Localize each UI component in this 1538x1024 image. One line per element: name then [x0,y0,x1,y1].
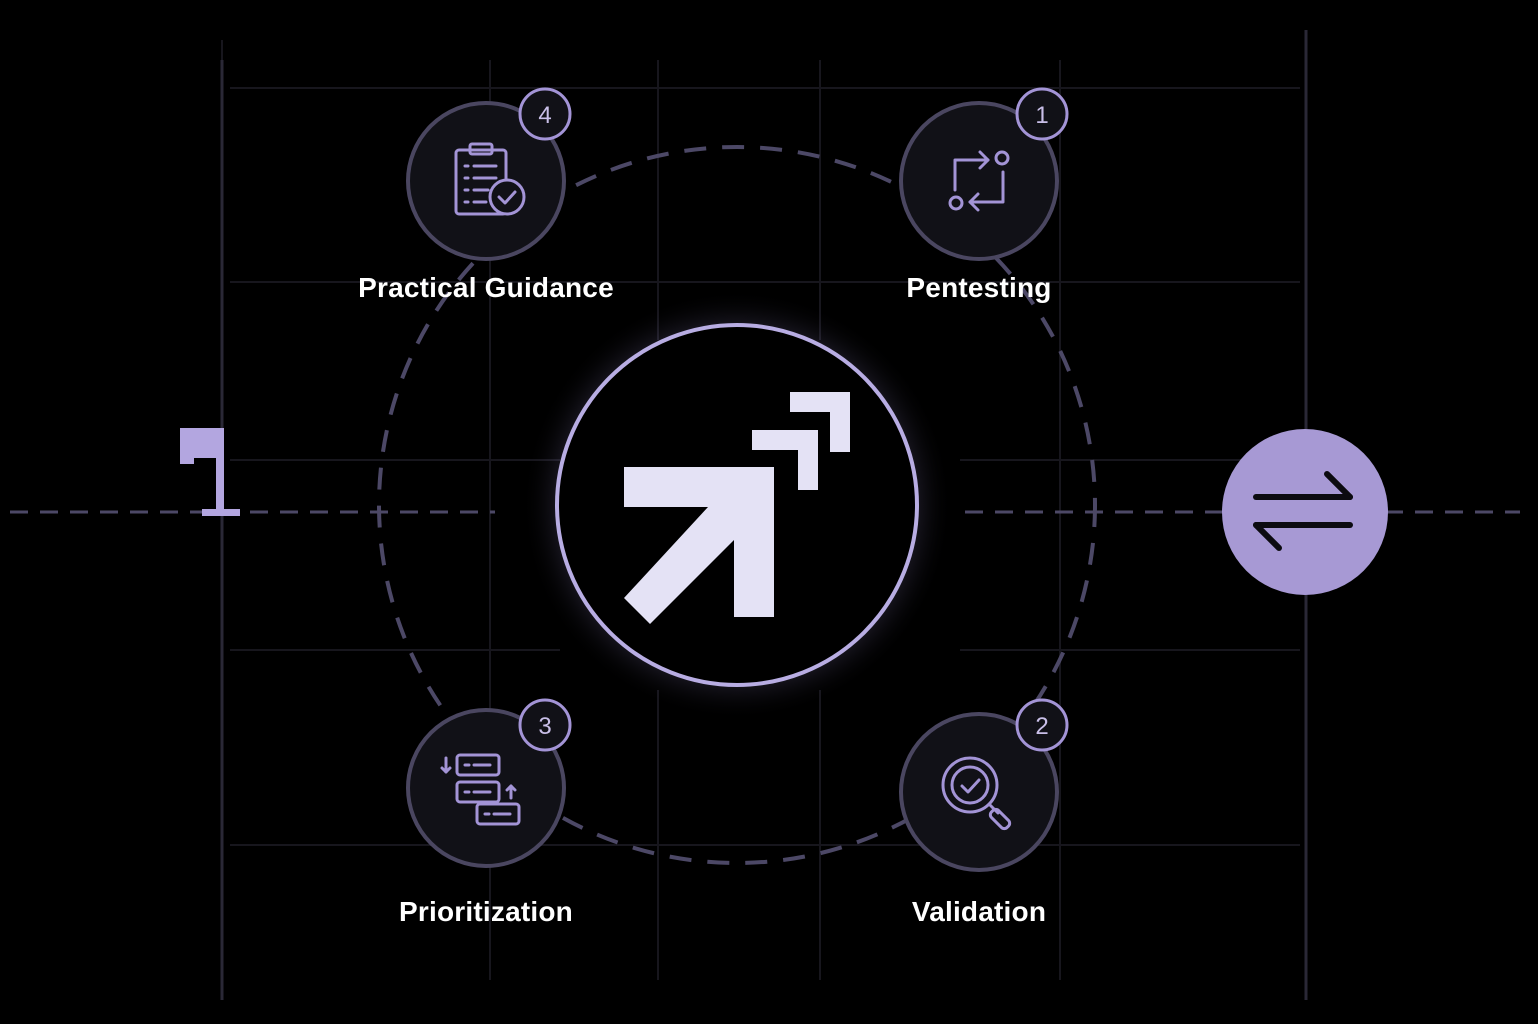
magnifier-check-icon [941,756,1012,831]
step-node-validation[interactable] [899,698,1069,872]
step-number-badge [518,87,572,141]
step-number-2: 2 [1035,713,1048,740]
step-number-1: 1 [1035,102,1048,129]
flag-icon [180,428,240,516]
step-node-prioritization[interactable] [406,698,572,868]
swap-button[interactable] [1222,429,1388,595]
sorted-list-icon [440,753,521,826]
cycle-dashed-ring [377,145,1097,865]
clipboard-check-icon [454,142,526,216]
step-number-4: 4 [538,102,551,129]
step-label-validation: Validation [911,896,1047,927]
step-label-pentesting: Pentesting [906,272,1052,303]
step-number-badge [518,698,572,752]
double-arrow-up-right-icon [624,392,850,624]
step-number-badge [1015,698,1069,752]
step-number-badge [1015,87,1069,141]
step-label-practical-guidance: Practical Guidance [358,272,614,303]
workflow-arrows-icon [948,150,1010,212]
step-label-prioritization: Prioritization [399,896,573,927]
step-node-pentesting[interactable] [899,87,1069,261]
step-node-practical-guidance[interactable] [406,87,572,261]
step-number-3: 3 [538,713,551,740]
swap-arrows-icon [1253,471,1353,551]
